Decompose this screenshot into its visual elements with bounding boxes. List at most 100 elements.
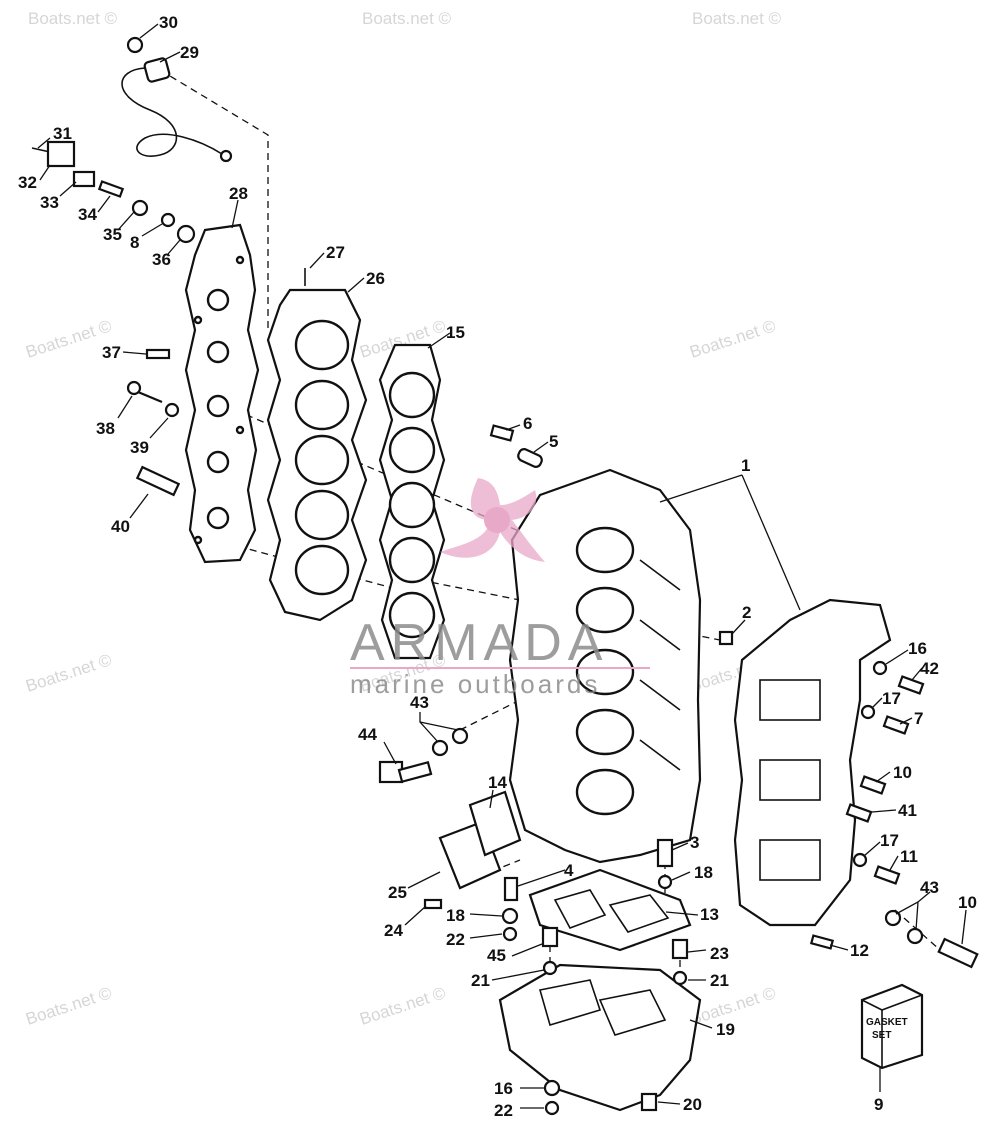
gasket-set-box: GASKET SET bbox=[860, 983, 924, 1070]
gasket-openings bbox=[553, 889, 670, 933]
combustion-chamber bbox=[294, 544, 350, 596]
leader-line bbox=[889, 855, 899, 871]
bolt bbox=[145, 348, 171, 360]
brand-tagline: marine outboards bbox=[350, 669, 600, 699]
sensor-cap bbox=[126, 36, 144, 54]
callout-19: 19 bbox=[716, 1020, 735, 1039]
leader-line bbox=[671, 842, 689, 851]
bolt bbox=[489, 424, 515, 442]
temperature-sensor bbox=[143, 57, 171, 83]
callout-22: 22 bbox=[446, 930, 465, 949]
washer bbox=[860, 704, 876, 720]
block-side-fasteners bbox=[378, 727, 469, 784]
stud bbox=[656, 838, 674, 868]
leader-line bbox=[875, 771, 891, 783]
callout-labels: 30 29 31 32 33 34 35 8 36 28 27 26 15 37… bbox=[18, 13, 977, 1120]
crankcase-cover-body bbox=[733, 598, 892, 927]
callout-4: 4 bbox=[564, 861, 574, 880]
washer bbox=[872, 660, 888, 676]
callout-20: 20 bbox=[683, 1095, 702, 1114]
leader-line bbox=[309, 252, 325, 269]
callout-3: 3 bbox=[690, 833, 699, 852]
callout-27: 27 bbox=[326, 243, 345, 262]
bolt bbox=[897, 675, 925, 695]
callout-43: 43 bbox=[920, 878, 939, 897]
watermark-text: Boats.net © bbox=[28, 9, 118, 28]
callout-44: 44 bbox=[358, 725, 377, 744]
callout-22: 22 bbox=[494, 1101, 513, 1120]
washer bbox=[672, 970, 688, 986]
callout-29: 29 bbox=[180, 43, 199, 62]
brand-name: ARMADA bbox=[350, 614, 608, 672]
callout-30: 30 bbox=[159, 13, 178, 32]
callout-35: 35 bbox=[103, 225, 122, 244]
leader-line bbox=[689, 1019, 713, 1029]
cylinder-bore bbox=[575, 708, 635, 756]
leader-line bbox=[59, 181, 77, 197]
crankcase-fasteners bbox=[809, 660, 979, 969]
leader-line bbox=[829, 944, 849, 951]
leader-line bbox=[533, 441, 549, 453]
callout-13: 13 bbox=[700, 905, 719, 924]
callout-28: 28 bbox=[229, 184, 248, 203]
watermark-text: Boats.net © bbox=[687, 316, 778, 362]
leader-line bbox=[489, 789, 494, 809]
bolt-boss bbox=[206, 506, 230, 530]
seal bbox=[160, 212, 176, 228]
propeller-hub-icon bbox=[484, 507, 510, 533]
callout-37: 37 bbox=[102, 343, 121, 362]
callout-10: 10 bbox=[958, 893, 977, 912]
callout-23: 23 bbox=[710, 944, 729, 963]
cylinder-bore bbox=[575, 768, 635, 816]
leader-line bbox=[39, 164, 51, 181]
washer bbox=[852, 852, 868, 868]
thermostat bbox=[131, 199, 149, 217]
nut bbox=[502, 926, 518, 942]
leader-line bbox=[871, 809, 897, 813]
washer bbox=[543, 1079, 561, 1097]
leader-line bbox=[657, 1101, 681, 1105]
callout-45: 45 bbox=[487, 946, 506, 965]
bypass-cover-gasket bbox=[468, 790, 522, 857]
callout-5: 5 bbox=[549, 432, 558, 451]
cylinder-bore bbox=[575, 526, 635, 574]
callout-18: 18 bbox=[446, 906, 465, 925]
crankcase-cover bbox=[733, 598, 892, 927]
gasket-set-label: GASKET bbox=[866, 1017, 908, 1028]
dashed-alignment-line bbox=[159, 69, 269, 330]
callout-2: 2 bbox=[742, 603, 751, 622]
callout-8: 8 bbox=[130, 233, 139, 252]
washer bbox=[906, 927, 924, 945]
leader-line bbox=[687, 949, 707, 953]
gasket-bore bbox=[388, 426, 436, 474]
callout-39: 39 bbox=[130, 438, 149, 457]
gasket-set-package bbox=[860, 983, 924, 1070]
adapter-plate bbox=[498, 963, 702, 1112]
bearing-seat bbox=[759, 679, 821, 721]
bolt-boss bbox=[206, 450, 230, 474]
nut bbox=[544, 1100, 560, 1116]
callout-16: 16 bbox=[494, 1079, 513, 1098]
callout-17: 17 bbox=[880, 831, 899, 850]
bolt-hole bbox=[235, 425, 245, 435]
leader-line bbox=[139, 23, 159, 39]
leader-line bbox=[671, 871, 691, 881]
callout-1: 1 bbox=[741, 456, 750, 475]
leader-line bbox=[665, 911, 699, 916]
leader-line bbox=[961, 909, 967, 945]
bolt bbox=[873, 865, 901, 885]
screw bbox=[423, 898, 443, 910]
cylinder-block bbox=[508, 468, 702, 864]
adapter-plate-gasket bbox=[528, 868, 692, 952]
callout-21: 21 bbox=[471, 971, 490, 990]
leader-line bbox=[491, 969, 545, 981]
gasket-bore bbox=[388, 371, 436, 419]
callout-38: 38 bbox=[96, 419, 115, 438]
adapter-fasteners bbox=[501, 838, 689, 1116]
wire-terminal bbox=[219, 149, 233, 163]
leader-line bbox=[863, 841, 881, 857]
watermark-text: Boats.net © bbox=[692, 9, 782, 28]
leader-line bbox=[407, 871, 441, 889]
